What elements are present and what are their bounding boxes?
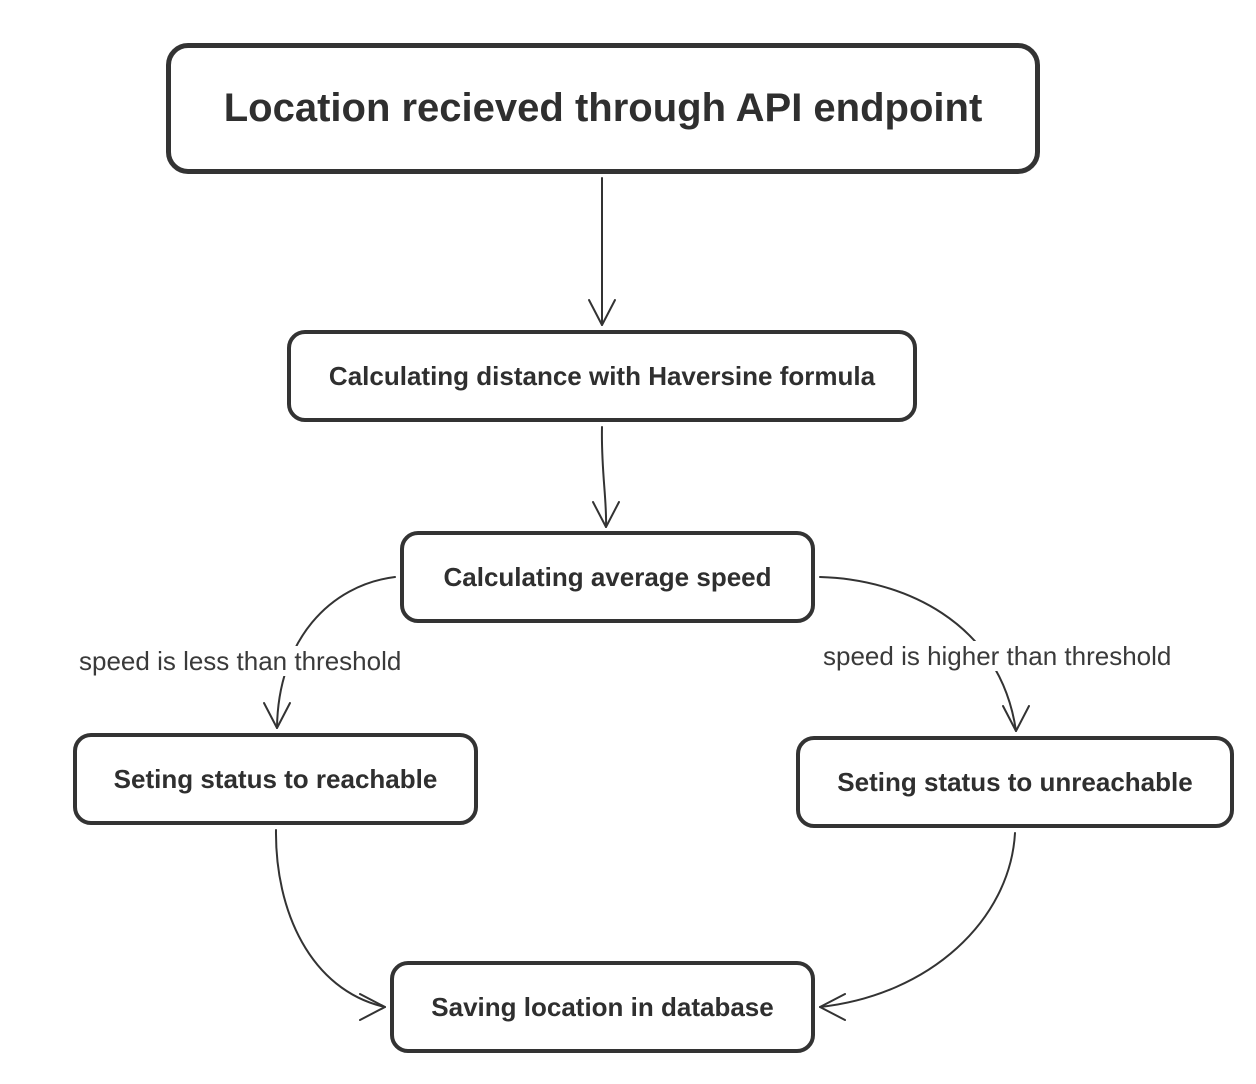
arrowhead-speed-icon — [592, 501, 620, 528]
node-status-unreachable-label: Seting status to unreachable — [837, 766, 1193, 797]
arrow-reachable-to-save — [274, 829, 386, 1008]
node-calculating-distance-label: Calculating distance with Haversine form… — [328, 360, 876, 391]
node-calculating-speed: Calculating average speed — [400, 531, 815, 623]
arrowhead-distance-icon — [588, 299, 616, 326]
node-location-received: Location recieved through API endpoint — [166, 43, 1040, 174]
node-status-reachable: Seting status to reachable — [73, 733, 478, 825]
arrow-distance-to-speed — [600, 426, 608, 528]
node-status-reachable-label: Seting status to reachable — [113, 763, 438, 794]
node-calculating-speed-label: Calculating average speed — [443, 561, 772, 592]
edge-label-higher-than-threshold: speed is higher than threshold — [821, 641, 1174, 671]
arrow-speed-to-reachable — [276, 576, 396, 729]
node-calculating-distance: Calculating distance with Haversine form… — [287, 330, 917, 422]
node-location-received-label: Location recieved through API endpoint — [223, 86, 983, 130]
node-saving-location-label: Saving location in database — [431, 991, 774, 1022]
arrowhead-reachable-icon — [263, 702, 291, 729]
arrow-speed-to-unreachable — [819, 576, 1017, 732]
edge-label-less-than-threshold: speed is less than threshold — [77, 646, 404, 676]
arrowhead-save-right-icon — [819, 993, 846, 1021]
arrowhead-unreachable-icon — [1002, 705, 1030, 732]
arrowhead-save-left-icon — [359, 993, 386, 1021]
arrow-unreachable-to-save — [819, 832, 1016, 1008]
node-saving-location: Saving location in database — [390, 961, 815, 1053]
node-status-unreachable: Seting status to unreachable — [796, 736, 1234, 828]
